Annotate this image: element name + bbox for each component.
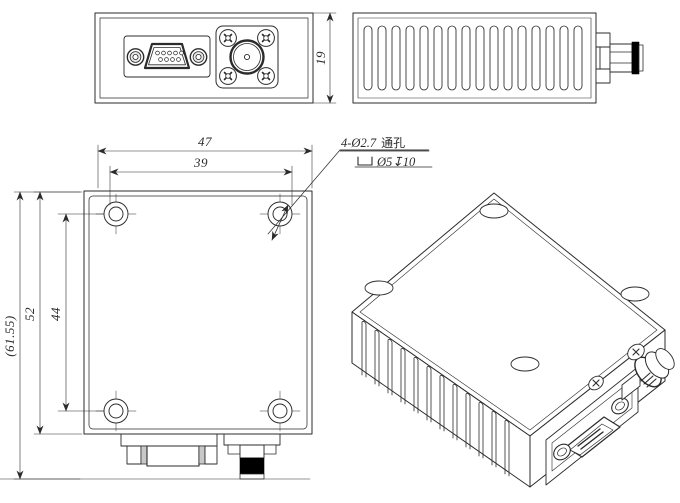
coaxial-flange-connector [215,25,279,89]
corner-hole-bl [103,398,129,424]
top-view-bottom-connectors [0,433,311,480]
flange-screw-br [257,67,275,85]
flange-screw-bl [219,67,237,85]
dim-52 [33,191,83,435]
jackscrew-left [126,48,145,66]
dim-6155-label: (61.55) [2,315,17,356]
iso-connector-plate [545,343,675,486]
isometric-view [351,192,675,488]
corner-hole-br [267,398,293,424]
dim-39-label: 39 [193,155,208,170]
hole-callout-leader [267,149,433,241]
flange-screw-tl [219,29,237,47]
side-elevation-view [352,12,644,104]
top-plan-view [0,190,313,480]
hole-callout-line2: Ø5↧10 [376,155,416,169]
jackscrew-right [189,48,208,66]
dim-6155 [13,191,81,480]
dim-52-label: 52 [22,307,37,321]
dim-19 [312,12,337,104]
front-elevation-view [94,12,314,104]
iso-cooling-fins [361,320,510,477]
corner-hole-tl [103,201,129,227]
iso-db9-connector [553,397,629,461]
iso-coax-connector [588,343,675,401]
cooling-fins [363,25,583,91]
db9-connector [123,35,211,78]
dim-44-label: 44 [48,307,63,321]
dim-44 [57,213,105,412]
dim-19-label: 19 [313,51,328,65]
flange-screw-tr [257,29,275,47]
dim-47-label: 47 [198,134,212,149]
dim-47 [97,144,313,189]
side-coax-connector [595,32,644,84]
dim-39 [109,165,293,206]
